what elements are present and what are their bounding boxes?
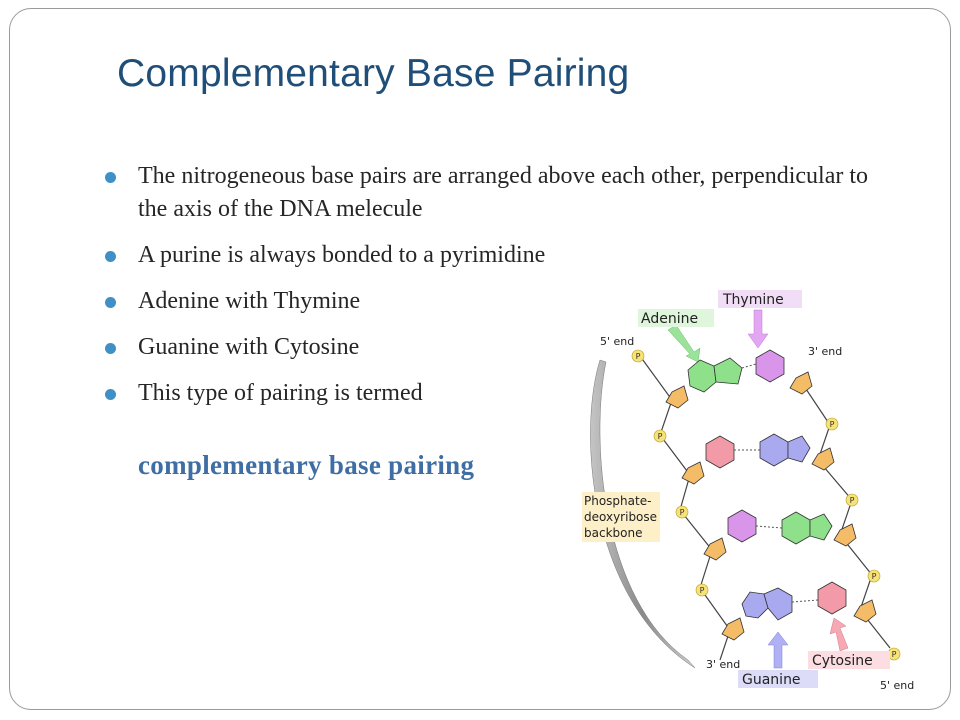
phosphate-symbol: P xyxy=(830,420,835,429)
phosphate-left-3 xyxy=(675,505,689,519)
bullet-text: Adenine with Thymine xyxy=(138,288,361,314)
five-prime-end-bottom: 5' end xyxy=(880,679,914,692)
adenine-base-ring xyxy=(809,513,833,541)
phosphate-symbol: P xyxy=(892,650,897,659)
base-pair-guanine-cytosine xyxy=(741,581,847,621)
right-strand-line xyxy=(799,379,891,649)
bullet-icon xyxy=(105,172,116,183)
adenine-label-bg xyxy=(638,309,714,327)
guanine-base-ring xyxy=(763,587,793,621)
phosphate-symbol: P xyxy=(700,586,705,595)
phosphate-left-4 xyxy=(695,583,709,597)
dna-base-pairing-diagram: P P P P P P P P Thymine Adenine 5' end 3… xyxy=(582,290,914,692)
cytosine-label-bg xyxy=(808,651,890,669)
sugar-left-3 xyxy=(703,537,727,561)
phosphate-symbol: P xyxy=(850,496,855,505)
five-prime-end-top: 5' end xyxy=(600,335,634,348)
sugar-left-1 xyxy=(665,385,689,409)
phosphate-symbol: P xyxy=(680,508,685,517)
phosphate-right-2 xyxy=(845,493,859,507)
phosphate-right-3 xyxy=(867,569,881,583)
guanine-base xyxy=(759,433,789,467)
bullet-item: The nitrogeneous base pairs are arranged… xyxy=(105,160,885,226)
bullet-text: A purine is always bonded to a pyrimidin… xyxy=(138,242,546,268)
bullet-text: The nitrogeneous base pairs are arranged… xyxy=(138,163,869,222)
slide-frame xyxy=(9,8,951,710)
bullet-list: The nitrogeneous base pairs are arranged… xyxy=(105,160,885,423)
three-prime-end-top: 3' end xyxy=(808,345,842,358)
base-pair-adenine-thymine xyxy=(687,349,785,393)
guanine-label-bg xyxy=(738,670,818,688)
adenine-base xyxy=(687,359,717,393)
phosphate-groups xyxy=(631,349,901,661)
adenine-arrow xyxy=(667,324,701,363)
guanine-label: Guanine xyxy=(742,672,801,688)
bullet-item: Adenine with Thymine xyxy=(105,285,885,318)
sugar-left-4 xyxy=(721,617,745,641)
cytosine-label: Cytosine xyxy=(812,653,873,669)
phosphate-symbol: P xyxy=(636,352,641,361)
thymine-label: Thymine xyxy=(722,292,784,308)
adenine-base-ring xyxy=(713,357,743,385)
bullet-item: This type of pairing is termed xyxy=(105,377,885,410)
backbone-label-line-3: backbone xyxy=(584,526,642,540)
bullet-icon xyxy=(105,389,116,400)
bullet-icon xyxy=(105,343,116,354)
thymine-base xyxy=(727,509,757,543)
cytosine-arrow xyxy=(829,617,849,652)
thymine-base xyxy=(755,349,785,383)
bullet-text: This type of pairing is termed xyxy=(138,380,423,406)
bullet-item: A purine is always bonded to a pyrimidin… xyxy=(105,239,885,272)
backbone-label-line-2: deoxyribose xyxy=(584,510,657,524)
phosphate-right-1 xyxy=(825,417,839,431)
bullet-icon xyxy=(105,251,116,262)
bullet-text: Guanine with Cytosine xyxy=(138,334,360,360)
phosphate-left-1 xyxy=(631,349,645,363)
phosphate-symbol: P xyxy=(872,572,877,581)
backbone-label-line-1: Phosphate- xyxy=(584,494,651,508)
adenine-label: Adenine xyxy=(641,311,698,327)
cytosine-base xyxy=(817,581,847,615)
phosphate-symbol: P xyxy=(658,432,663,441)
sugar-right-2 xyxy=(811,447,835,471)
phosphate-left-2 xyxy=(653,429,667,443)
backbone-label-bg xyxy=(582,492,660,542)
sugar-right-4 xyxy=(853,599,877,623)
thymine-arrow xyxy=(747,309,769,349)
bullet-item: Guanine with Cytosine xyxy=(105,331,885,364)
guanine-base-ring xyxy=(787,435,811,463)
three-prime-end-bottom: 3' end xyxy=(706,658,740,671)
adenine-base xyxy=(781,511,811,545)
emphasis-term: complementary base pairing xyxy=(138,450,475,480)
guanine-base xyxy=(741,591,769,619)
bullet-icon xyxy=(105,297,116,308)
guanine-arrow xyxy=(767,631,789,669)
cytosine-base xyxy=(705,435,735,469)
backbone-bracket xyxy=(590,359,696,669)
base-pair-thymine-adenine xyxy=(727,509,833,545)
sugar-right-3 xyxy=(833,523,857,547)
slide-title: Complementary Base Pairing xyxy=(117,52,630,95)
sugar-left-2 xyxy=(681,461,705,485)
base-pair-cytosine-guanine xyxy=(705,433,811,469)
sugar-right-1 xyxy=(789,371,813,395)
deoxyribose-sugars xyxy=(665,371,877,641)
thymine-label-bg xyxy=(718,290,802,308)
